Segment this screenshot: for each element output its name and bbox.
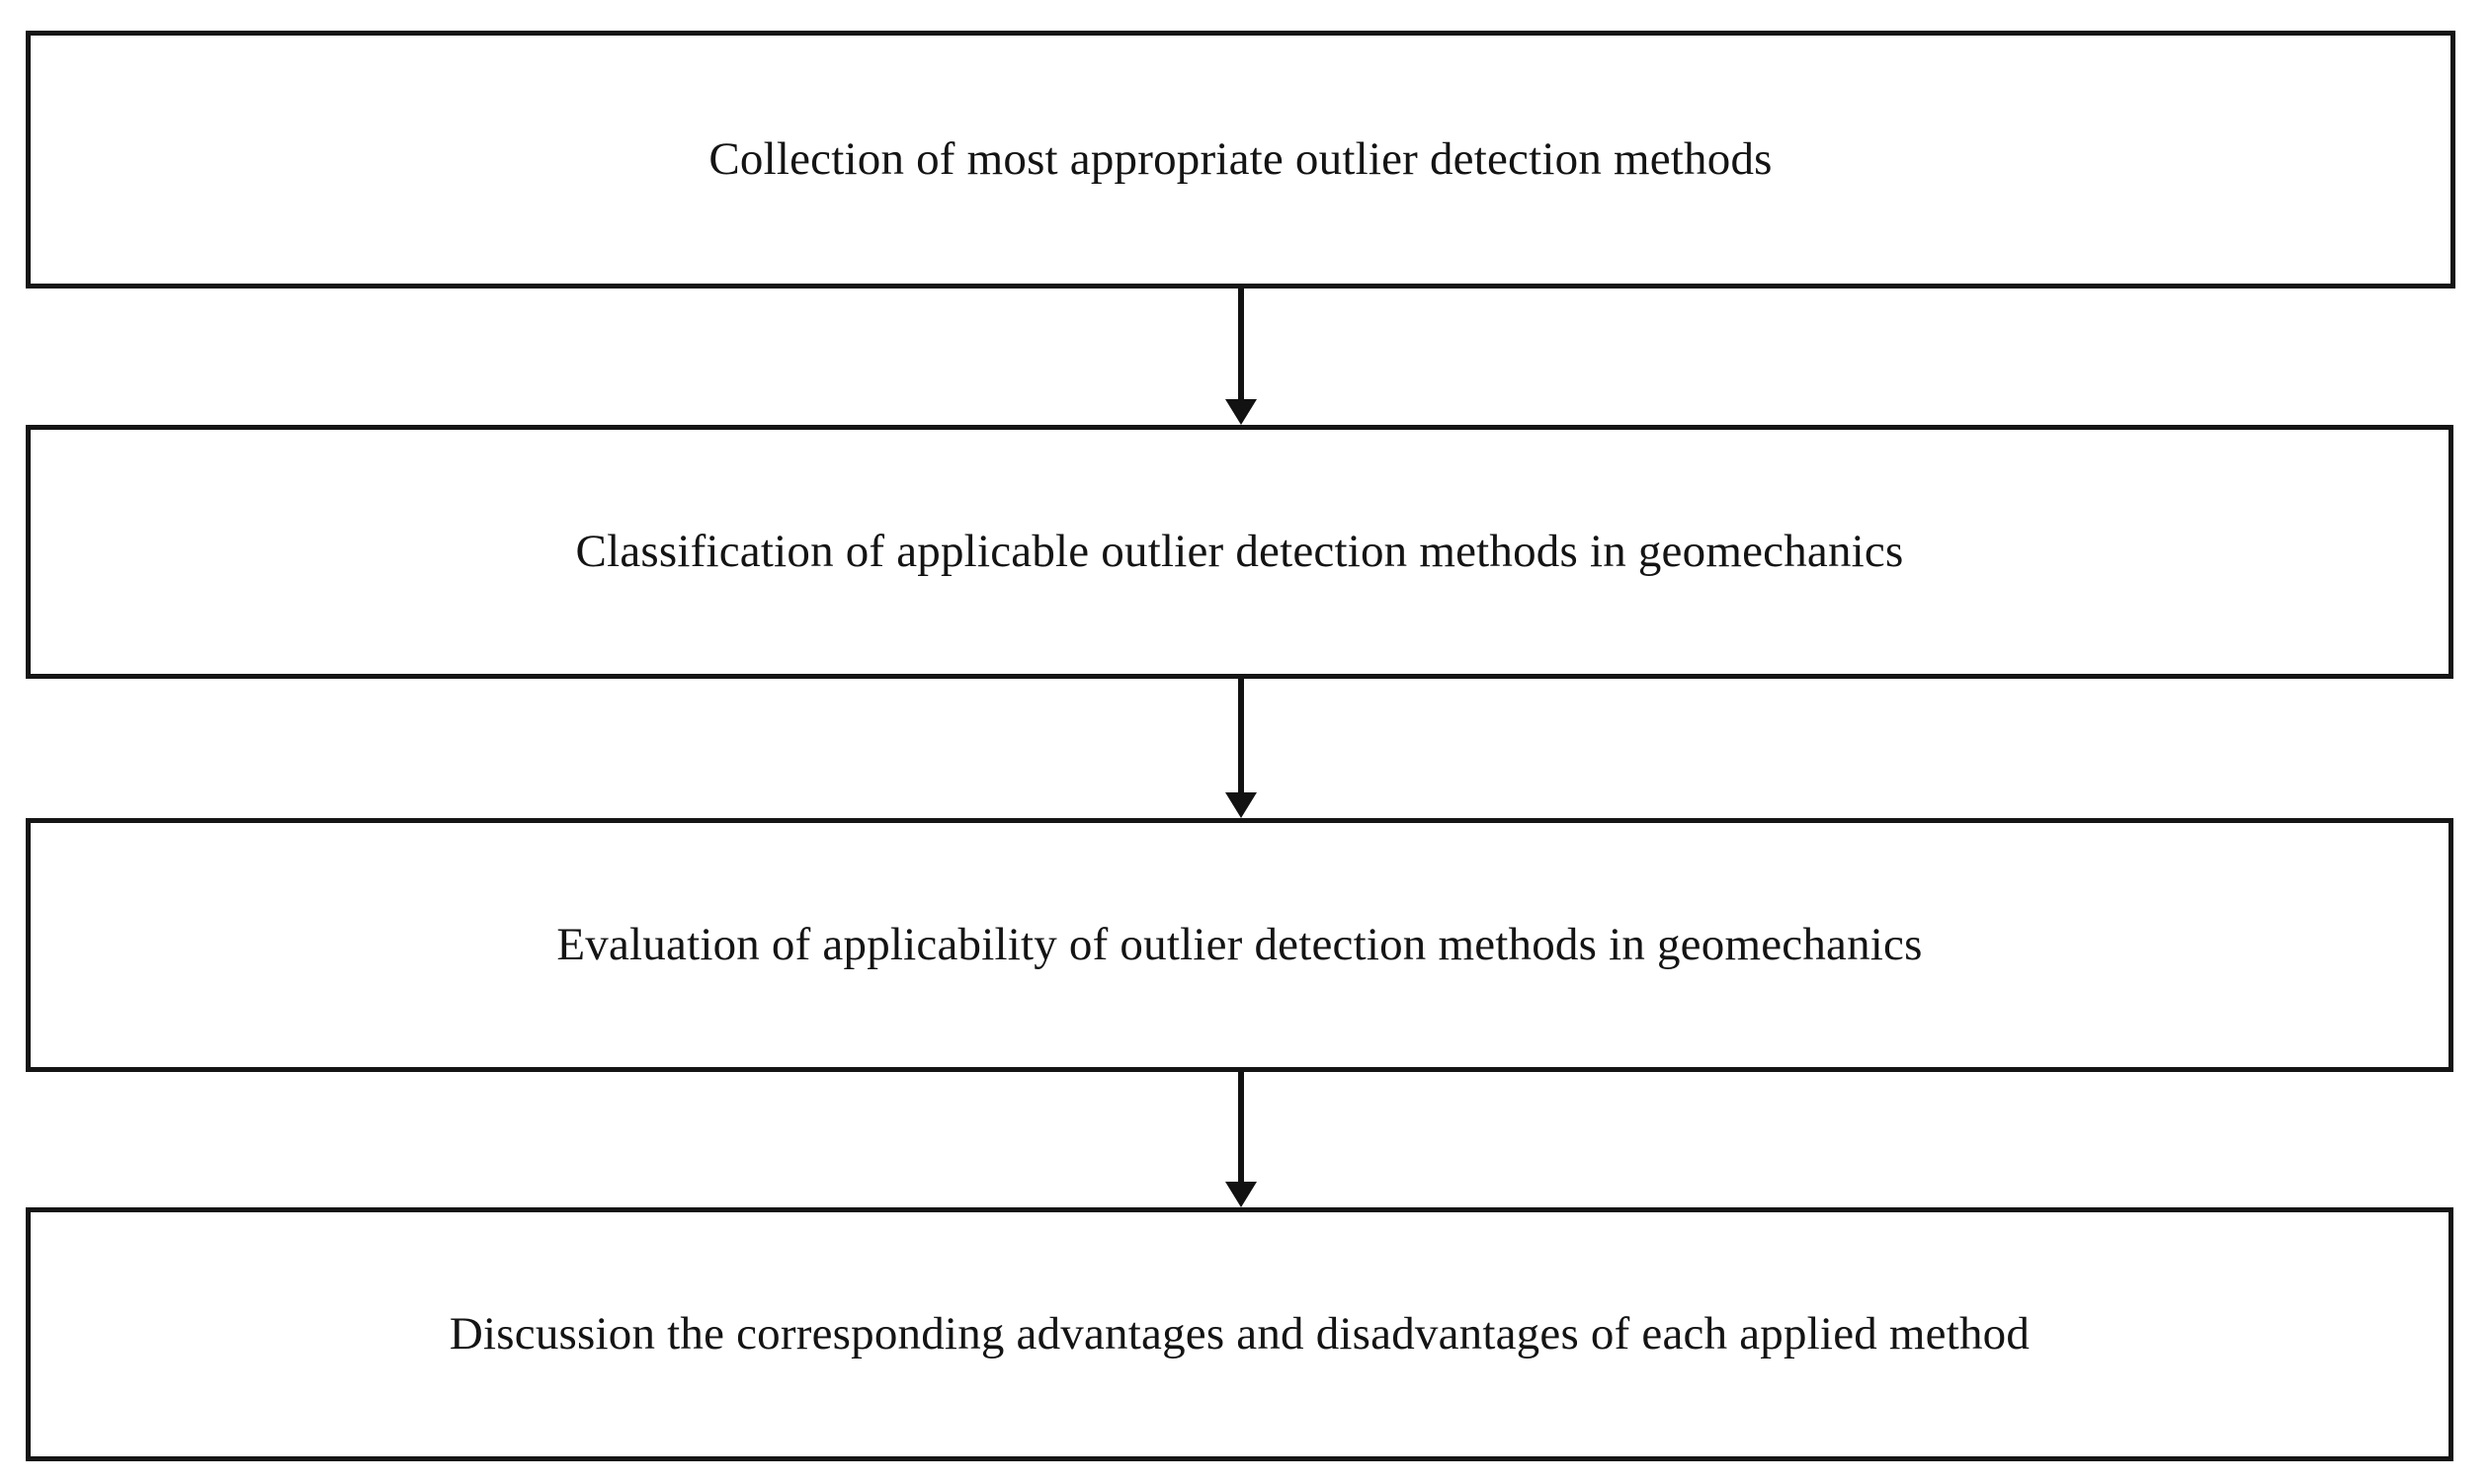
flowchart-node-1: Collection of most appropriate outlier d…	[26, 31, 2455, 289]
flowchart-node-4-label: Discussion the corresponding advantages …	[449, 1308, 2031, 1360]
flowchart-node-4: Discussion the corresponding advantages …	[26, 1207, 2453, 1461]
arrow-head-icon	[1225, 792, 1257, 818]
flowchart-node-3-label: Evaluation of applicability of outlier d…	[556, 919, 1923, 971]
flowchart-node-1-label: Collection of most appropriate outlier d…	[708, 133, 1773, 186]
arrow-head-icon	[1225, 1182, 1257, 1207]
arrow-stem	[1238, 679, 1244, 792]
flowchart-node-2: Classification of applicable outlier det…	[26, 425, 2453, 679]
arrow-stem	[1238, 289, 1244, 399]
flowchart-node-2-label: Classification of applicable outlier det…	[575, 526, 1904, 578]
arrow-head-icon	[1225, 399, 1257, 425]
arrow-stem	[1238, 1072, 1244, 1182]
flowchart-node-3: Evaluation of applicability of outlier d…	[26, 818, 2453, 1072]
